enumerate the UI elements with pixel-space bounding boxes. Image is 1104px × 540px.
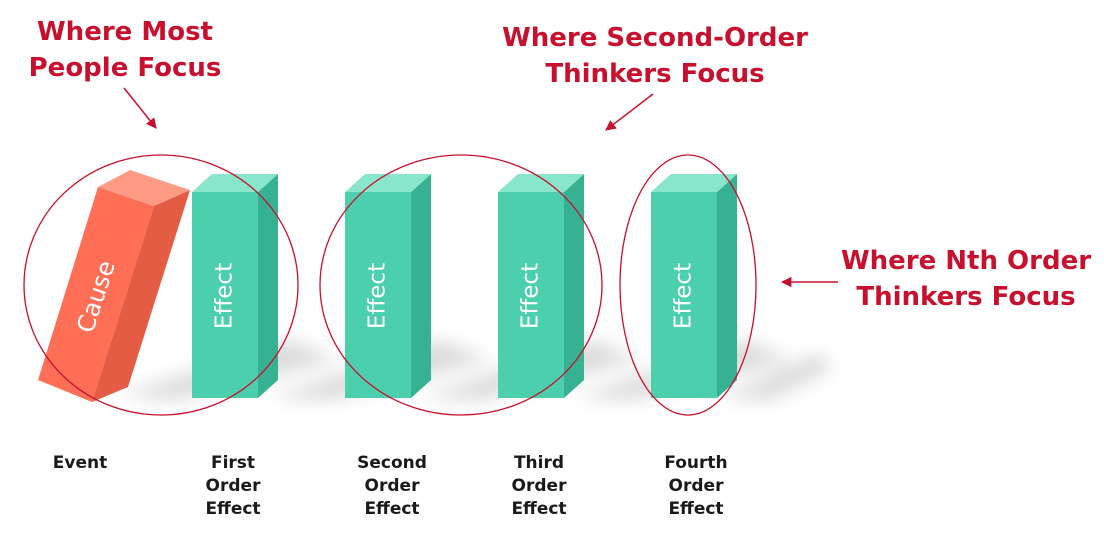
effect-block-4-top	[651, 174, 737, 192]
effect-4-label: Effect	[671, 263, 697, 329]
effect-block-3-side	[564, 174, 584, 398]
effect-block-4: Effect	[651, 174, 737, 398]
effect-block-2: Effect	[345, 174, 431, 398]
caption-second-line-1: Second	[357, 453, 427, 473]
effect-block-4-side	[717, 174, 737, 398]
callout-second-order-line-2: Thinkers Focus	[545, 59, 765, 89]
callout-nth-order: Where Nth Order Thinkers Focus	[835, 243, 1097, 315]
caption-first-line-2: Order	[205, 476, 261, 496]
caption-first-order: First Order Effect	[173, 452, 293, 521]
effect-block-1: Effect	[192, 174, 278, 398]
caption-third-line-1: Third	[513, 453, 565, 473]
caption-first-line-3: Effect	[205, 499, 261, 519]
effect-1-label: Effect	[212, 263, 238, 329]
caption-second-line-3: Effect	[364, 499, 420, 519]
effect-block-3-front	[498, 192, 564, 398]
caption-event: Event	[20, 452, 140, 475]
caption-third-order: Third Order Effect	[479, 452, 599, 521]
effect-block-2-front	[345, 192, 411, 398]
arrow-second-order	[605, 93, 654, 131]
cause-block-top	[98, 170, 190, 206]
effect-2-label: Effect	[365, 263, 391, 329]
focus-ellipse-most-people	[23, 154, 299, 416]
focus-ellipse-nth-order	[619, 154, 757, 416]
callout-most-people: Where Most People Focus	[20, 14, 230, 86]
caption-third-line-2: Order	[511, 476, 567, 496]
effect-block-3-top	[498, 174, 584, 192]
callout-nth-order-line-1: Where Nth Order	[840, 246, 1092, 276]
effect-block-2-side	[411, 174, 431, 398]
caption-second-line-2: Order	[364, 476, 420, 496]
caption-second-order: Second Order Effect	[332, 452, 452, 521]
callout-second-order-line-1: Where Second-Order	[502, 23, 808, 53]
effect-block-1-front	[192, 192, 258, 398]
effect-3-label: Effect	[518, 263, 544, 329]
cause-block: Cause	[38, 170, 190, 402]
arrow-most-people	[123, 87, 157, 129]
effect-block-1-side	[258, 174, 278, 398]
callout-nth-order-line-2: Thinkers Focus	[856, 282, 1076, 312]
caption-fourth-order: Fourth Order Effect	[636, 452, 756, 521]
focus-ellipse-second-order	[319, 154, 603, 416]
callout-second-order: Where Second-Order Thinkers Focus	[495, 20, 815, 92]
effect-block-2-top	[345, 174, 431, 192]
caption-fourth-line-3: Effect	[668, 499, 724, 519]
caption-fourth-line-2: Order	[668, 476, 724, 496]
caption-first-line-1: First	[210, 453, 256, 473]
caption-event-line-1: Event	[52, 453, 108, 473]
effect-block-1-top	[192, 174, 278, 192]
caption-fourth-line-1: Fourth	[664, 453, 728, 473]
callout-most-people-line-1: Where Most	[37, 17, 213, 47]
effect-block-4-front	[651, 192, 717, 398]
cause-block-front	[38, 187, 154, 402]
callout-most-people-line-2: People Focus	[28, 53, 222, 83]
cause-block-side	[92, 190, 190, 402]
effect-block-3: Effect	[498, 174, 584, 398]
caption-third-line-3: Effect	[511, 499, 567, 519]
